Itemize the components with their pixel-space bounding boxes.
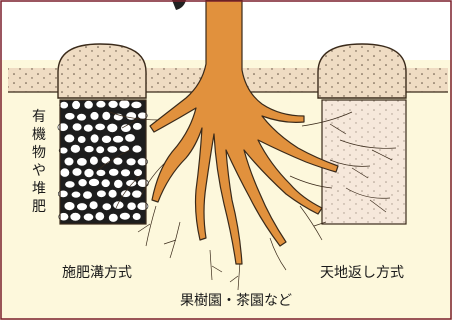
pebble	[90, 134, 99, 143]
pebble	[78, 179, 87, 187]
pebble	[132, 213, 141, 221]
pebble	[83, 191, 93, 199]
pebble	[120, 212, 131, 220]
pebble	[84, 124, 94, 132]
pebble	[121, 169, 131, 177]
pebble	[72, 168, 82, 176]
pebble	[64, 202, 75, 211]
pebble	[77, 114, 87, 121]
pebble	[95, 212, 104, 221]
pebble	[107, 123, 118, 132]
pebble	[133, 123, 142, 131]
pebble	[65, 113, 75, 120]
pebble	[101, 179, 110, 187]
organic-matter-label: 有機物や堆肥	[28, 108, 50, 216]
pebble	[101, 156, 110, 164]
vertical-char: 機	[28, 126, 50, 144]
pebble	[65, 181, 75, 188]
pebble	[102, 135, 112, 143]
pebble	[84, 168, 94, 177]
pebble	[72, 101, 81, 110]
pebble	[97, 190, 107, 197]
pebble	[102, 111, 111, 120]
pebble	[113, 136, 124, 143]
pebble	[126, 112, 137, 120]
vertical-char: 肥	[28, 198, 50, 216]
pebble	[96, 101, 106, 108]
pebble	[83, 213, 93, 221]
pebble	[95, 123, 105, 130]
pebble	[113, 113, 123, 120]
bottom-caption: 果樹園・茶園など	[180, 290, 292, 310]
vertical-char: 堆	[28, 180, 50, 198]
pebble	[90, 112, 99, 121]
pebble	[113, 201, 124, 209]
pebble	[70, 213, 81, 222]
pebble	[109, 168, 119, 176]
pebble	[70, 144, 80, 153]
pebble	[89, 178, 100, 186]
pebble	[132, 145, 142, 153]
vertical-char: 物	[28, 144, 50, 162]
pebble	[84, 101, 93, 110]
pebble	[127, 202, 136, 210]
pebble	[113, 157, 123, 165]
pebble	[84, 146, 94, 153]
pebble	[102, 203, 111, 211]
pebble	[60, 168, 70, 177]
pebble	[137, 179, 148, 187]
pebble	[109, 213, 119, 222]
pebble	[64, 157, 74, 166]
pebble	[89, 201, 98, 210]
pebble	[119, 100, 130, 109]
pebble	[108, 189, 117, 198]
pebble	[131, 101, 142, 108]
pebble	[114, 179, 123, 188]
pebble	[60, 101, 69, 108]
pebble	[126, 158, 136, 166]
pebble	[77, 203, 88, 211]
vertical-char: 有	[28, 108, 50, 126]
pebble	[78, 136, 86, 144]
pebble	[108, 100, 118, 108]
pebble	[96, 169, 106, 176]
pebble	[72, 123, 82, 131]
pebble	[71, 191, 80, 198]
left-method-label: 施肥溝方式	[62, 262, 132, 282]
pebble	[96, 146, 105, 154]
pebble	[64, 134, 74, 143]
pebble	[134, 169, 143, 177]
vertical-char: や	[28, 162, 50, 180]
pebble	[125, 134, 135, 142]
right-method-label: 天地返し方式	[320, 262, 404, 282]
pebble	[90, 156, 99, 165]
pebble	[77, 158, 87, 166]
pebble	[107, 146, 118, 153]
